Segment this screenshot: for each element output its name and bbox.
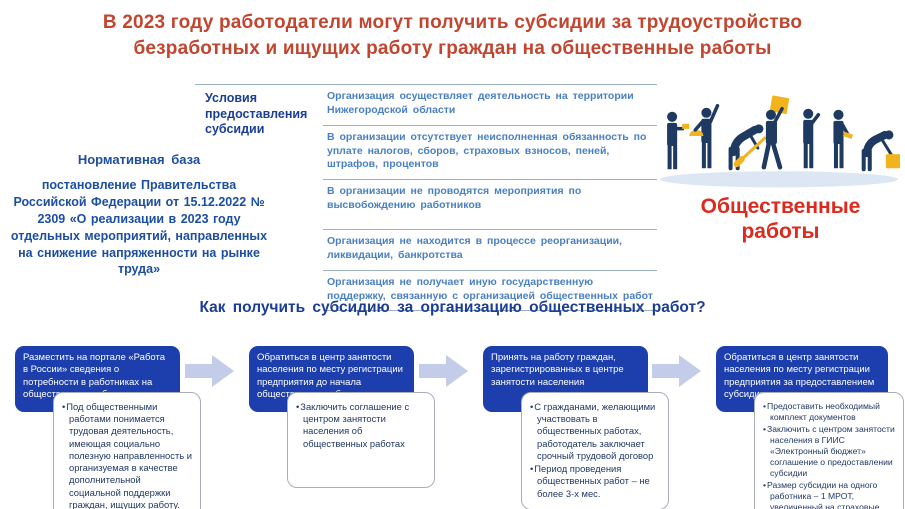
step-4-callout: Предоставить необходимый комплект докуме… xyxy=(754,392,904,509)
conditions-label: Условия предоставления субсидии xyxy=(205,91,308,137)
normative-base-heading: Нормативная база xyxy=(77,152,201,167)
step-3: Принять на работу граждан, зарегистриров… xyxy=(483,346,669,509)
step-4-bullet-list: Предоставить необходимый комплект докуме… xyxy=(761,401,898,509)
normative-base-text: постановление Правительства Российской Ф… xyxy=(10,178,268,277)
step-3-callout: С гражданами, желающими участвовать в об… xyxy=(521,392,669,509)
bullet-item: Период проведения общественных работ – н… xyxy=(528,463,663,500)
condition-item: В организации отсутствует неисполненная … xyxy=(323,126,657,181)
page-title: В 2023 году работодатели могут получить … xyxy=(102,12,803,59)
right-arrow-icon xyxy=(185,355,234,387)
step-1: Разместить на портале «Работа в России» … xyxy=(15,346,201,509)
bullet-item: Под общественными работами понимается тр… xyxy=(60,401,195,509)
normative-base: Нормативная база постановление Правитель… xyxy=(8,152,270,278)
bullet-item: Заключить с центром занятости населения … xyxy=(761,424,898,479)
bullet-item: С гражданами, желающими участвовать в об… xyxy=(528,401,663,462)
bullet-item: Заключить соглашение с центром занятости… xyxy=(294,401,429,450)
condition-item: Организация осуществляет деятельность на… xyxy=(323,85,657,126)
step-2-bullet-list: Заключить соглашение с центром занятости… xyxy=(294,401,429,450)
conditions-list: Организация осуществляет деятельность на… xyxy=(323,85,657,312)
condition-item: В организации не проводятся мероприятия … xyxy=(323,180,657,231)
right-arrow-icon xyxy=(652,355,701,387)
conditions-table: Условия предоставления субсидии Организа… xyxy=(195,84,657,312)
step-2-callout: Заключить соглашение с центром занятости… xyxy=(287,392,435,488)
process-heading: Как получить субсидию за организацию общ… xyxy=(199,299,706,316)
bullet-item: Размер субсидии на одного работника – 1 … xyxy=(761,480,898,509)
workers-silhouettes-icon xyxy=(660,95,902,188)
step-2: Обратиться в центр занятости населения п… xyxy=(249,346,435,488)
step-4: Обратиться в центр занятости населения п… xyxy=(716,346,904,509)
illustration-caption: Общественные работы xyxy=(700,195,861,244)
right-arrow-icon xyxy=(419,355,468,387)
step-3-bullet-list: С гражданами, желающими участвовать в об… xyxy=(528,401,663,500)
step-1-bullet-list: Под общественными работами понимается тр… xyxy=(60,401,195,509)
bullet-item: Предоставить необходимый комплект докуме… xyxy=(761,401,898,423)
public-works-illustration xyxy=(658,88,902,196)
step-1-callout: Под общественными работами понимается тр… xyxy=(53,392,201,509)
process-steps: Разместить на портале «Работа в России» … xyxy=(0,346,905,509)
condition-item: Организация не получает иную государстве… xyxy=(323,271,657,312)
condition-item: Организация не находится в процессе реор… xyxy=(323,230,657,271)
